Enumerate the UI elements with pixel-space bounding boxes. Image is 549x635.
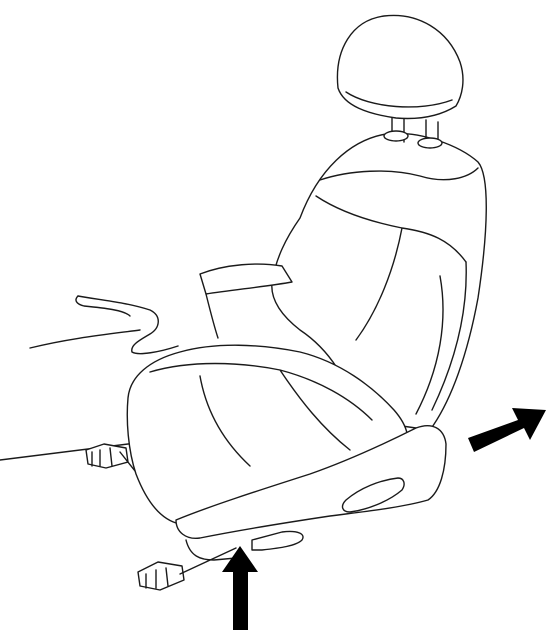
center-console <box>30 296 178 354</box>
console-armrest <box>76 296 130 316</box>
height-lever <box>252 531 303 550</box>
front-rail-left <box>138 548 236 590</box>
diagonal-arrow-icon <box>468 408 546 452</box>
